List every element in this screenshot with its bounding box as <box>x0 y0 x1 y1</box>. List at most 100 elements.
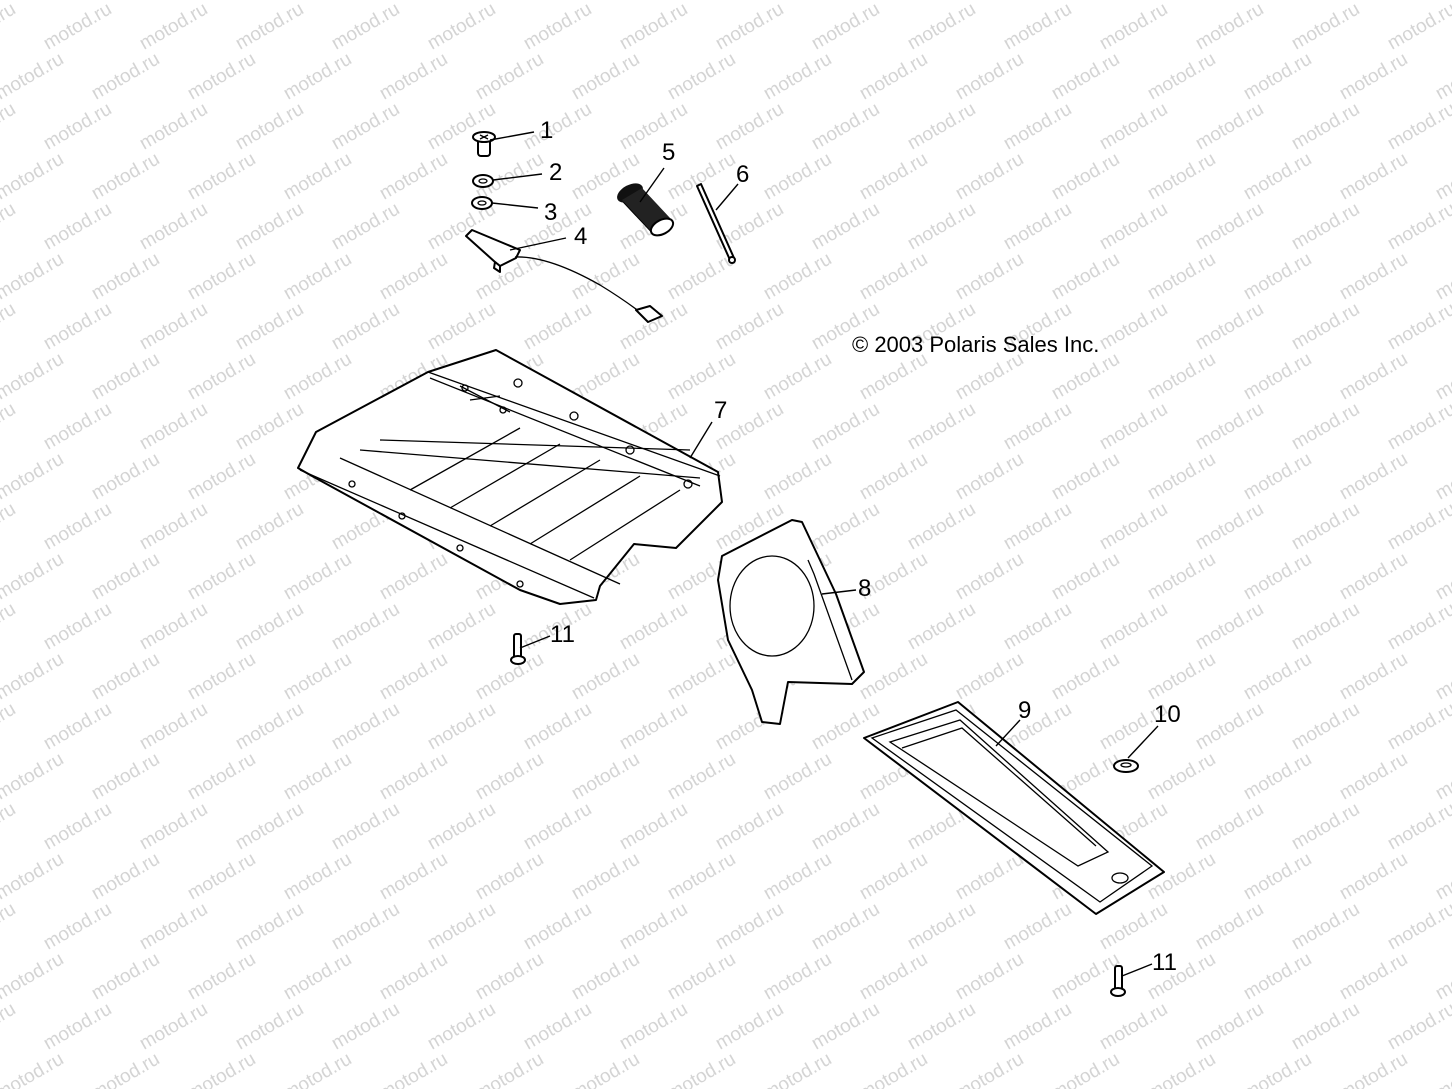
watermark-text: motod.ru <box>280 49 355 105</box>
watermark-text: motod.ru <box>280 749 355 805</box>
watermark-text: motod.ru <box>1384 199 1452 255</box>
watermark-text: motod.ru <box>712 799 787 855</box>
watermark-text: motod.ru <box>424 699 499 755</box>
watermark-text: motod.ru <box>0 749 67 805</box>
watermark-text: motod.ru <box>232 699 307 755</box>
watermark-text: motod.ru <box>856 249 931 305</box>
callout-5: 5 <box>662 139 675 166</box>
watermark-text: motod.ru <box>376 549 451 605</box>
watermark-text: motod.ru <box>1000 199 1075 255</box>
watermark-text: motod.ru <box>1144 449 1219 505</box>
watermark-text: motod.ru <box>1384 999 1452 1055</box>
watermark-text: motod.ru <box>0 99 19 155</box>
watermark-text: motod.ru <box>88 649 163 705</box>
watermark-text: motod.ru <box>520 899 595 955</box>
watermark-text: motod.ru <box>808 499 883 555</box>
watermark-text: motod.ru <box>232 99 307 155</box>
callout-1: 1 <box>540 117 553 144</box>
watermark-text: motod.ru <box>424 0 499 54</box>
part-8-shroud <box>717 519 865 725</box>
watermark-text: motod.ru <box>1288 0 1363 54</box>
watermark-text: motod.ru <box>952 949 1027 1005</box>
watermark-text: motod.ru <box>376 949 451 1005</box>
watermark-text: motod.ru <box>280 149 355 205</box>
leader-lines <box>489 131 1159 977</box>
watermark-text: motod.ru <box>1000 0 1075 54</box>
watermark-text: motod.ru <box>424 999 499 1055</box>
watermark-text: motod.ru <box>1432 149 1452 205</box>
watermark-text: motod.ru <box>424 899 499 955</box>
watermark-text: motod.ru <box>760 949 835 1005</box>
watermark-text: motod.ru <box>1048 449 1123 505</box>
watermark-text: motod.ru <box>88 849 163 905</box>
watermark-text: motod.ru <box>1144 349 1219 405</box>
watermark-text: motod.ru <box>664 1049 739 1089</box>
watermark-text: motod.ru <box>1192 99 1267 155</box>
watermark-text: motod.ru <box>1288 499 1363 555</box>
watermark-text: motod.ru <box>1240 349 1315 405</box>
watermark-text: motod.ru <box>664 949 739 1005</box>
watermark-text: motod.ru <box>952 649 1027 705</box>
watermark-text: motod.ru <box>904 499 979 555</box>
callout-4: 4 <box>574 223 587 250</box>
watermark-text: motod.ru <box>0 399 19 455</box>
watermark-text: motod.ru <box>1192 799 1267 855</box>
watermark-text: motod.ru <box>184 849 259 905</box>
watermark-text: motod.ru <box>616 599 691 655</box>
callout-6: 6 <box>736 161 749 188</box>
watermark-text: motod.ru <box>1384 0 1452 54</box>
part-1-screw <box>472 131 496 157</box>
watermark-text: motod.ru <box>328 999 403 1055</box>
watermark-text: motod.ru <box>40 99 115 155</box>
watermark-text: motod.ru <box>280 549 355 605</box>
watermark-text: motod.ru <box>1336 849 1411 905</box>
watermark-text: motod.ru <box>1432 749 1452 805</box>
watermark-text: motod.ru <box>568 249 643 305</box>
watermark-text: motod.ru <box>856 349 931 405</box>
watermark-text: motod.ru <box>1048 549 1123 605</box>
watermark-text: motod.ru <box>1000 499 1075 555</box>
watermark-text: motod.ru <box>472 749 547 805</box>
watermark-text: motod.ru <box>1192 999 1267 1055</box>
watermark-text: motod.ru <box>40 799 115 855</box>
watermark-text: motod.ru <box>88 1049 163 1089</box>
watermark-text: motod.ru <box>88 949 163 1005</box>
watermark-text: motod.ru <box>1192 599 1267 655</box>
watermark-text: motod.ru <box>616 899 691 955</box>
watermark-text: motod.ru <box>328 199 403 255</box>
watermark-text: motod.ru <box>376 249 451 305</box>
watermark-text: motod.ru <box>568 49 643 105</box>
watermark-text: motod.ru <box>1144 549 1219 605</box>
watermark-text: motod.ru <box>40 199 115 255</box>
watermark-text: motod.ru <box>376 749 451 805</box>
watermark-text: motod.ru <box>1096 0 1171 54</box>
watermark-text: motod.ru <box>328 599 403 655</box>
watermark-text: motod.ru <box>1288 899 1363 955</box>
callout-7: 7 <box>714 397 727 424</box>
watermark-text: motod.ru <box>280 249 355 305</box>
callout-11-upper: 11 <box>550 621 575 648</box>
watermark-text: motod.ru <box>616 0 691 54</box>
watermark-text: motod.ru <box>328 99 403 155</box>
watermark-text: motod.ru <box>1096 299 1171 355</box>
watermark-text: motod.ru <box>1144 249 1219 305</box>
watermark-text: motod.ru <box>1336 1049 1411 1089</box>
watermark-text: motod.ru <box>232 299 307 355</box>
watermark-text: motod.ru <box>424 599 499 655</box>
watermark-text: motod.ru <box>1096 99 1171 155</box>
watermark-text: motod.ru <box>1240 249 1315 305</box>
watermark-text: motod.ru <box>520 999 595 1055</box>
watermark-text: motod.ru <box>1288 799 1363 855</box>
watermark-text: motod.ru <box>808 999 883 1055</box>
watermark-text: motod.ru <box>1336 449 1411 505</box>
watermark-text: motod.ru <box>88 549 163 605</box>
watermark-text: motod.ru <box>1000 99 1075 155</box>
watermark-text: motod.ru <box>232 0 307 54</box>
watermark-text: motod.ru <box>184 349 259 405</box>
watermark-text: motod.ru <box>1192 399 1267 455</box>
callout-3: 3 <box>544 199 557 226</box>
copyright-notice: © 2003 Polaris Sales Inc. <box>852 332 1099 357</box>
watermark-text: motod.ru <box>856 449 931 505</box>
watermark-text: motod.ru <box>952 449 1027 505</box>
